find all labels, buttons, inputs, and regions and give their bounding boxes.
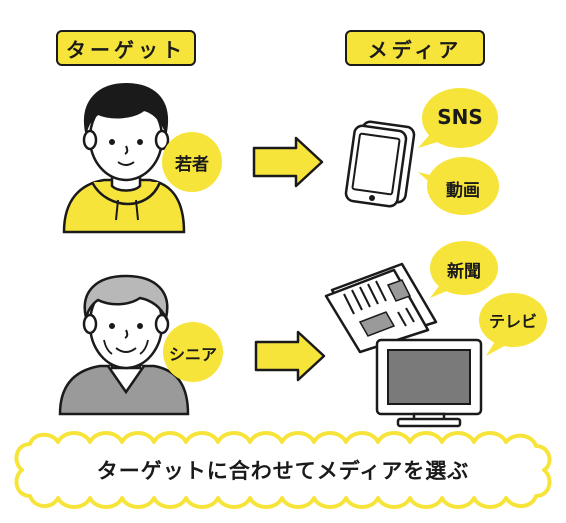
newspaper-label: 新聞 [447, 262, 481, 282]
tv-icon [375, 338, 483, 428]
smartphone-icon [344, 120, 416, 208]
youth-label-bubble [162, 132, 222, 192]
senior-label: シニア [168, 345, 217, 364]
young-person-icon [62, 82, 186, 234]
sns-label: SNS [437, 105, 483, 129]
footer-cloud-banner [14, 431, 552, 509]
video-speech-bubble [418, 157, 499, 215]
sns-speech-bubble [418, 88, 498, 148]
senior-person-icon [58, 274, 190, 416]
newspaper-speech-bubble [430, 241, 498, 298]
target-header-label: ターゲット [56, 30, 196, 66]
arrow-right-icon [252, 136, 324, 188]
media-header-text: メディア [367, 37, 463, 62]
target-header-text: ターゲット [66, 37, 186, 62]
senior-label-bubble [163, 322, 223, 382]
video-label: 動画 [446, 181, 480, 201]
tv-speech-bubble [479, 293, 547, 356]
footer-caption: ターゲットに合わせてメディアを選ぶ [96, 459, 470, 483]
youth-label: 若者 [175, 155, 209, 175]
arrow-right-icon [254, 330, 326, 382]
newspaper-icon [324, 262, 438, 354]
media-header-label: メディア [345, 30, 485, 66]
tv-label: テレビ [488, 312, 537, 331]
